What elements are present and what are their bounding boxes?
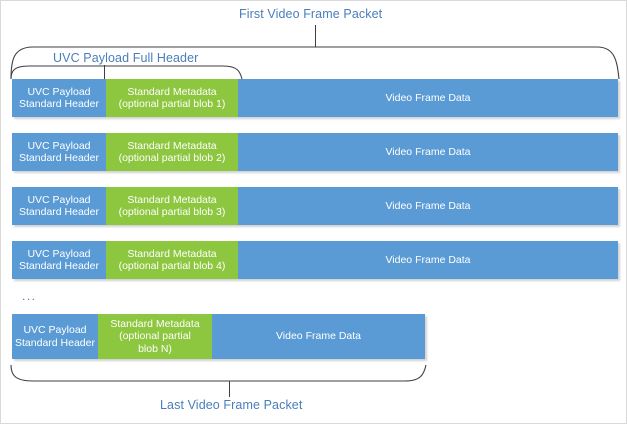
standard-metadata-cell: Standard Metadata (optional partial blob…: [98, 314, 212, 359]
metadata-line-1: Standard Metadata: [127, 85, 217, 98]
video-frame-data-cell: Video Frame Data: [238, 133, 618, 171]
metadata-line-2: (optional partial blob 3): [118, 206, 226, 218]
standard-metadata-cell: Standard Metadata (optional partial blob…: [106, 79, 238, 117]
uvc-payload-standard-header-cell: UVC Payload Standard Header: [12, 79, 106, 117]
metadata-line-1: Standard Metadata: [127, 247, 217, 260]
packet-row: UVC Payload Standard Header Standard Met…: [12, 79, 618, 117]
header-line-1: UVC Payload: [27, 193, 91, 206]
standard-metadata-cell: Standard Metadata (optional partial blob…: [106, 241, 238, 279]
uvc-payload-full-header-label: UVC Payload Full Header: [53, 51, 199, 65]
metadata-line-2: (optional partial blob 1): [118, 98, 226, 110]
header-line-1: UVC Payload: [23, 324, 87, 336]
last-video-frame-packet-label: Last Video Frame Packet: [160, 398, 303, 412]
header-line-1: UVC Payload: [27, 247, 91, 260]
video-frame-data-cell: Video Frame Data: [212, 314, 425, 359]
metadata-line-2: (optional partial blob 2): [118, 152, 226, 164]
video-frame-data-cell: Video Frame Data: [238, 187, 618, 225]
metadata-line-1: Standard Metadata: [110, 317, 200, 330]
header-line-1: UVC Payload: [27, 85, 91, 98]
metadata-line-2: (optional partial blob 4): [118, 260, 226, 272]
metadata-line-1: Standard Metadata: [127, 193, 217, 206]
packet-row: UVC Payload Standard Header Standard Met…: [12, 133, 618, 171]
standard-metadata-cell: Standard Metadata (optional partial blob…: [106, 133, 238, 171]
header-line-2: Standard Header: [19, 152, 99, 164]
metadata-line-2: (optional partial: [119, 330, 191, 343]
full-header-leader-line: [104, 65, 105, 79]
last-packet-leader-line: [229, 381, 230, 397]
header-line-2: Standard Header: [19, 98, 99, 110]
uvc-payload-standard-header-cell: UVC Payload Standard Header: [12, 241, 106, 279]
metadata-line-3: blob N): [138, 342, 172, 355]
standard-metadata-cell: Standard Metadata (optional partial blob…: [106, 187, 238, 225]
last-packet-brace: [10, 364, 427, 382]
ellipsis-indicator: ...: [22, 289, 37, 303]
first-video-frame-packet-label: First Video Frame Packet: [239, 7, 383, 21]
packet-row: UVC Payload Standard Header Standard Met…: [12, 187, 618, 225]
header-line-2: Standard Header: [15, 336, 95, 349]
header-line-1: UVC Payload: [27, 139, 91, 152]
header-line-2: Standard Header: [19, 206, 99, 218]
uvc-payload-standard-header-cell: UVC Payload Standard Header: [12, 187, 106, 225]
video-frame-data-cell: Video Frame Data: [238, 241, 618, 279]
header-line-2: Standard Header: [19, 260, 99, 272]
first-packet-leader-line: [315, 25, 316, 47]
uvc-payload-standard-header-cell: UVC Payload Standard Header: [12, 133, 106, 171]
video-frame-data-cell: Video Frame Data: [238, 79, 618, 117]
packet-row-last: UVC Payload Standard Header Standard Met…: [12, 314, 425, 359]
uvc-payload-standard-header-cell: UVC Payload Standard Header: [12, 314, 98, 359]
metadata-line-1: Standard Metadata: [127, 139, 217, 152]
packet-row: UVC Payload Standard Header Standard Met…: [12, 241, 618, 279]
